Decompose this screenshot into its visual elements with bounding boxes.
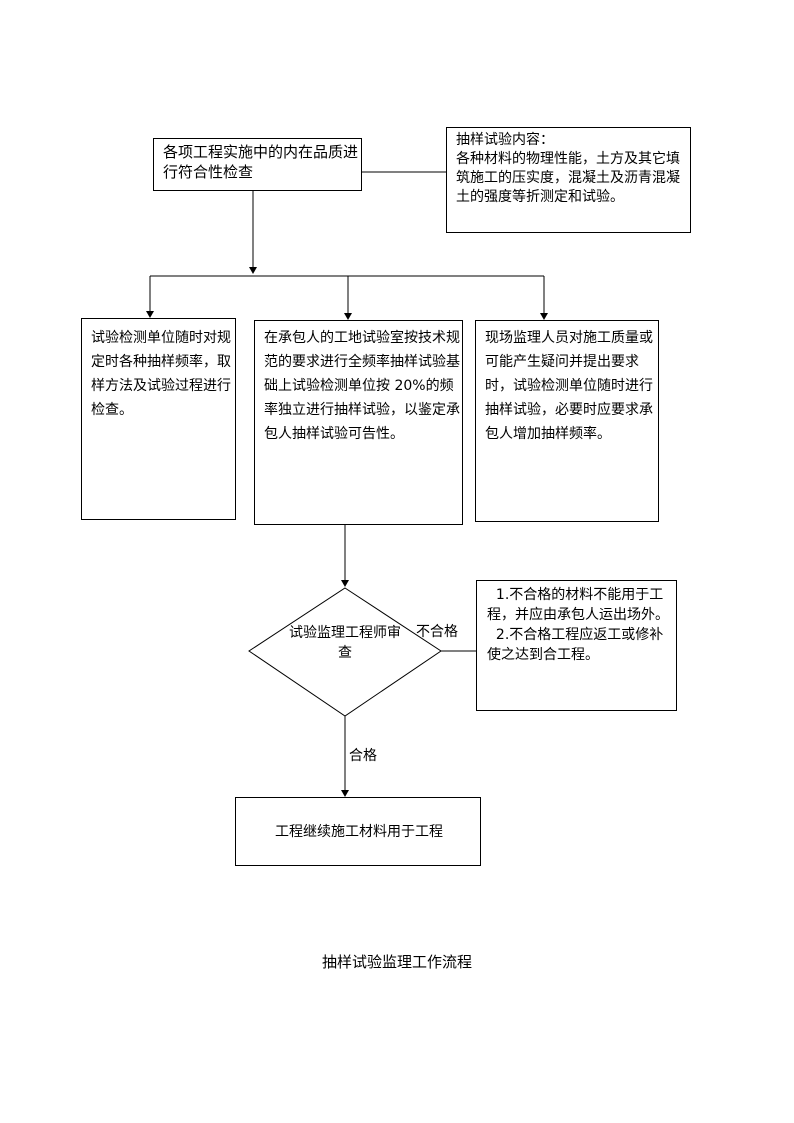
diagram-caption: 抽样试验监理工作流程 [321,953,472,971]
branch-right-text: 现场监理人员对施工质量或可能产生疑问并提出要求时，试验检测单位随时进行抽样试验，… [485,330,653,442]
end-box-text: 工程继续施工材料用于工程 [275,824,443,840]
fail-label: 不合格 [416,624,458,640]
start-box-text: 各项工程实施中的内在品质进行符合性检查 [163,143,359,181]
decision-text: 试验监理工程师审查 [289,625,401,661]
end-box: 工程继续施工材料用于工程 [235,797,481,866]
start-box: 各项工程实施中的内在品质进行符合性检查 [153,138,362,191]
branch-left-box: 试验检测单位随时对规定时各种抽样频率，取样方法及试验过程进行检查。 [81,318,236,520]
fail-box-text: 1.不合格的材料不能用于工程，并应由承包人运出场外。 2.不合格工程应返工或修补… [487,587,669,663]
branch-left-text: 试验检测单位随时对规定时各种抽样频率，取样方法及试验过程进行检查。 [91,330,231,418]
content-box-text: 抽样试验内容： 各种材料的物理性能，土方及其它填筑施工的压实度，混凝土及沥青混凝… [456,132,680,205]
fail-box: 1.不合格的材料不能用于工程，并应由承包人运出场外。 2.不合格工程应返工或修补… [476,580,677,711]
content-box: 抽样试验内容： 各种材料的物理性能，土方及其它填筑施工的压实度，混凝土及沥青混凝… [446,127,691,233]
branch-right-box: 现场监理人员对施工质量或可能产生疑问并提出要求时，试验检测单位随时进行抽样试验，… [475,320,659,522]
branch-middle-text: 在承包人的工地试验室按技术规范的要求进行全频率抽样试验基础上试验检测单位按 20… [264,330,460,442]
pass-label: 合格 [349,748,377,764]
branch-middle-box: 在承包人的工地试验室按技术规范的要求进行全频率抽样试验基础上试验检测单位按 20… [254,320,463,525]
